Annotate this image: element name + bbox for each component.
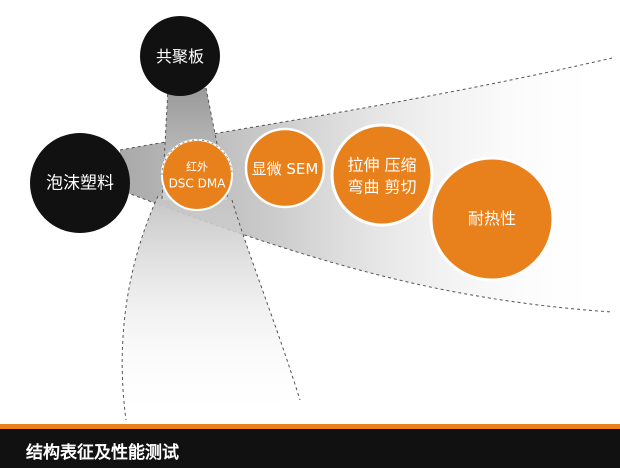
mechanical-circle [330,123,434,227]
copolymer-stem-right-edge [205,87,229,201]
heat-resistance-label: 耐热性 [467,209,517,229]
microscopy-label: 显微 SEM [251,159,319,178]
foam-plastic-label: 泡沫塑料 [46,173,114,194]
infrared-label-line1: 红外 [185,160,208,174]
footer-bar: 结构表征及性能测试 [0,429,620,468]
foam-plastic-circle [30,133,130,233]
downward-band-left-edge [121,195,159,421]
downward-band-right-edge [231,199,301,401]
mechanical-label-line2: 弯曲 剪切 [347,177,417,196]
mechanical-label-line1: 拉伸 压缩 [347,155,417,175]
mechanical-label: 拉伸 压缩 弯曲 剪切 [347,154,416,197]
microscopy-circle [244,127,326,209]
downward-band [122,196,300,420]
infrared-dashed-outline [161,139,233,176]
copolymer-board-label: 共聚板 [155,47,205,67]
footer-accent-line [0,424,620,429]
footer-title: 结构表征及性能测试 [26,443,179,463]
copolymer-stem-left-edge [161,87,169,201]
copolymer-board-circle [140,16,220,96]
infrared-label-line2: DSC DMA [168,176,226,191]
heat-resistance-circle [429,156,555,282]
infrared-label: 红外 DSC DMA [169,160,226,191]
